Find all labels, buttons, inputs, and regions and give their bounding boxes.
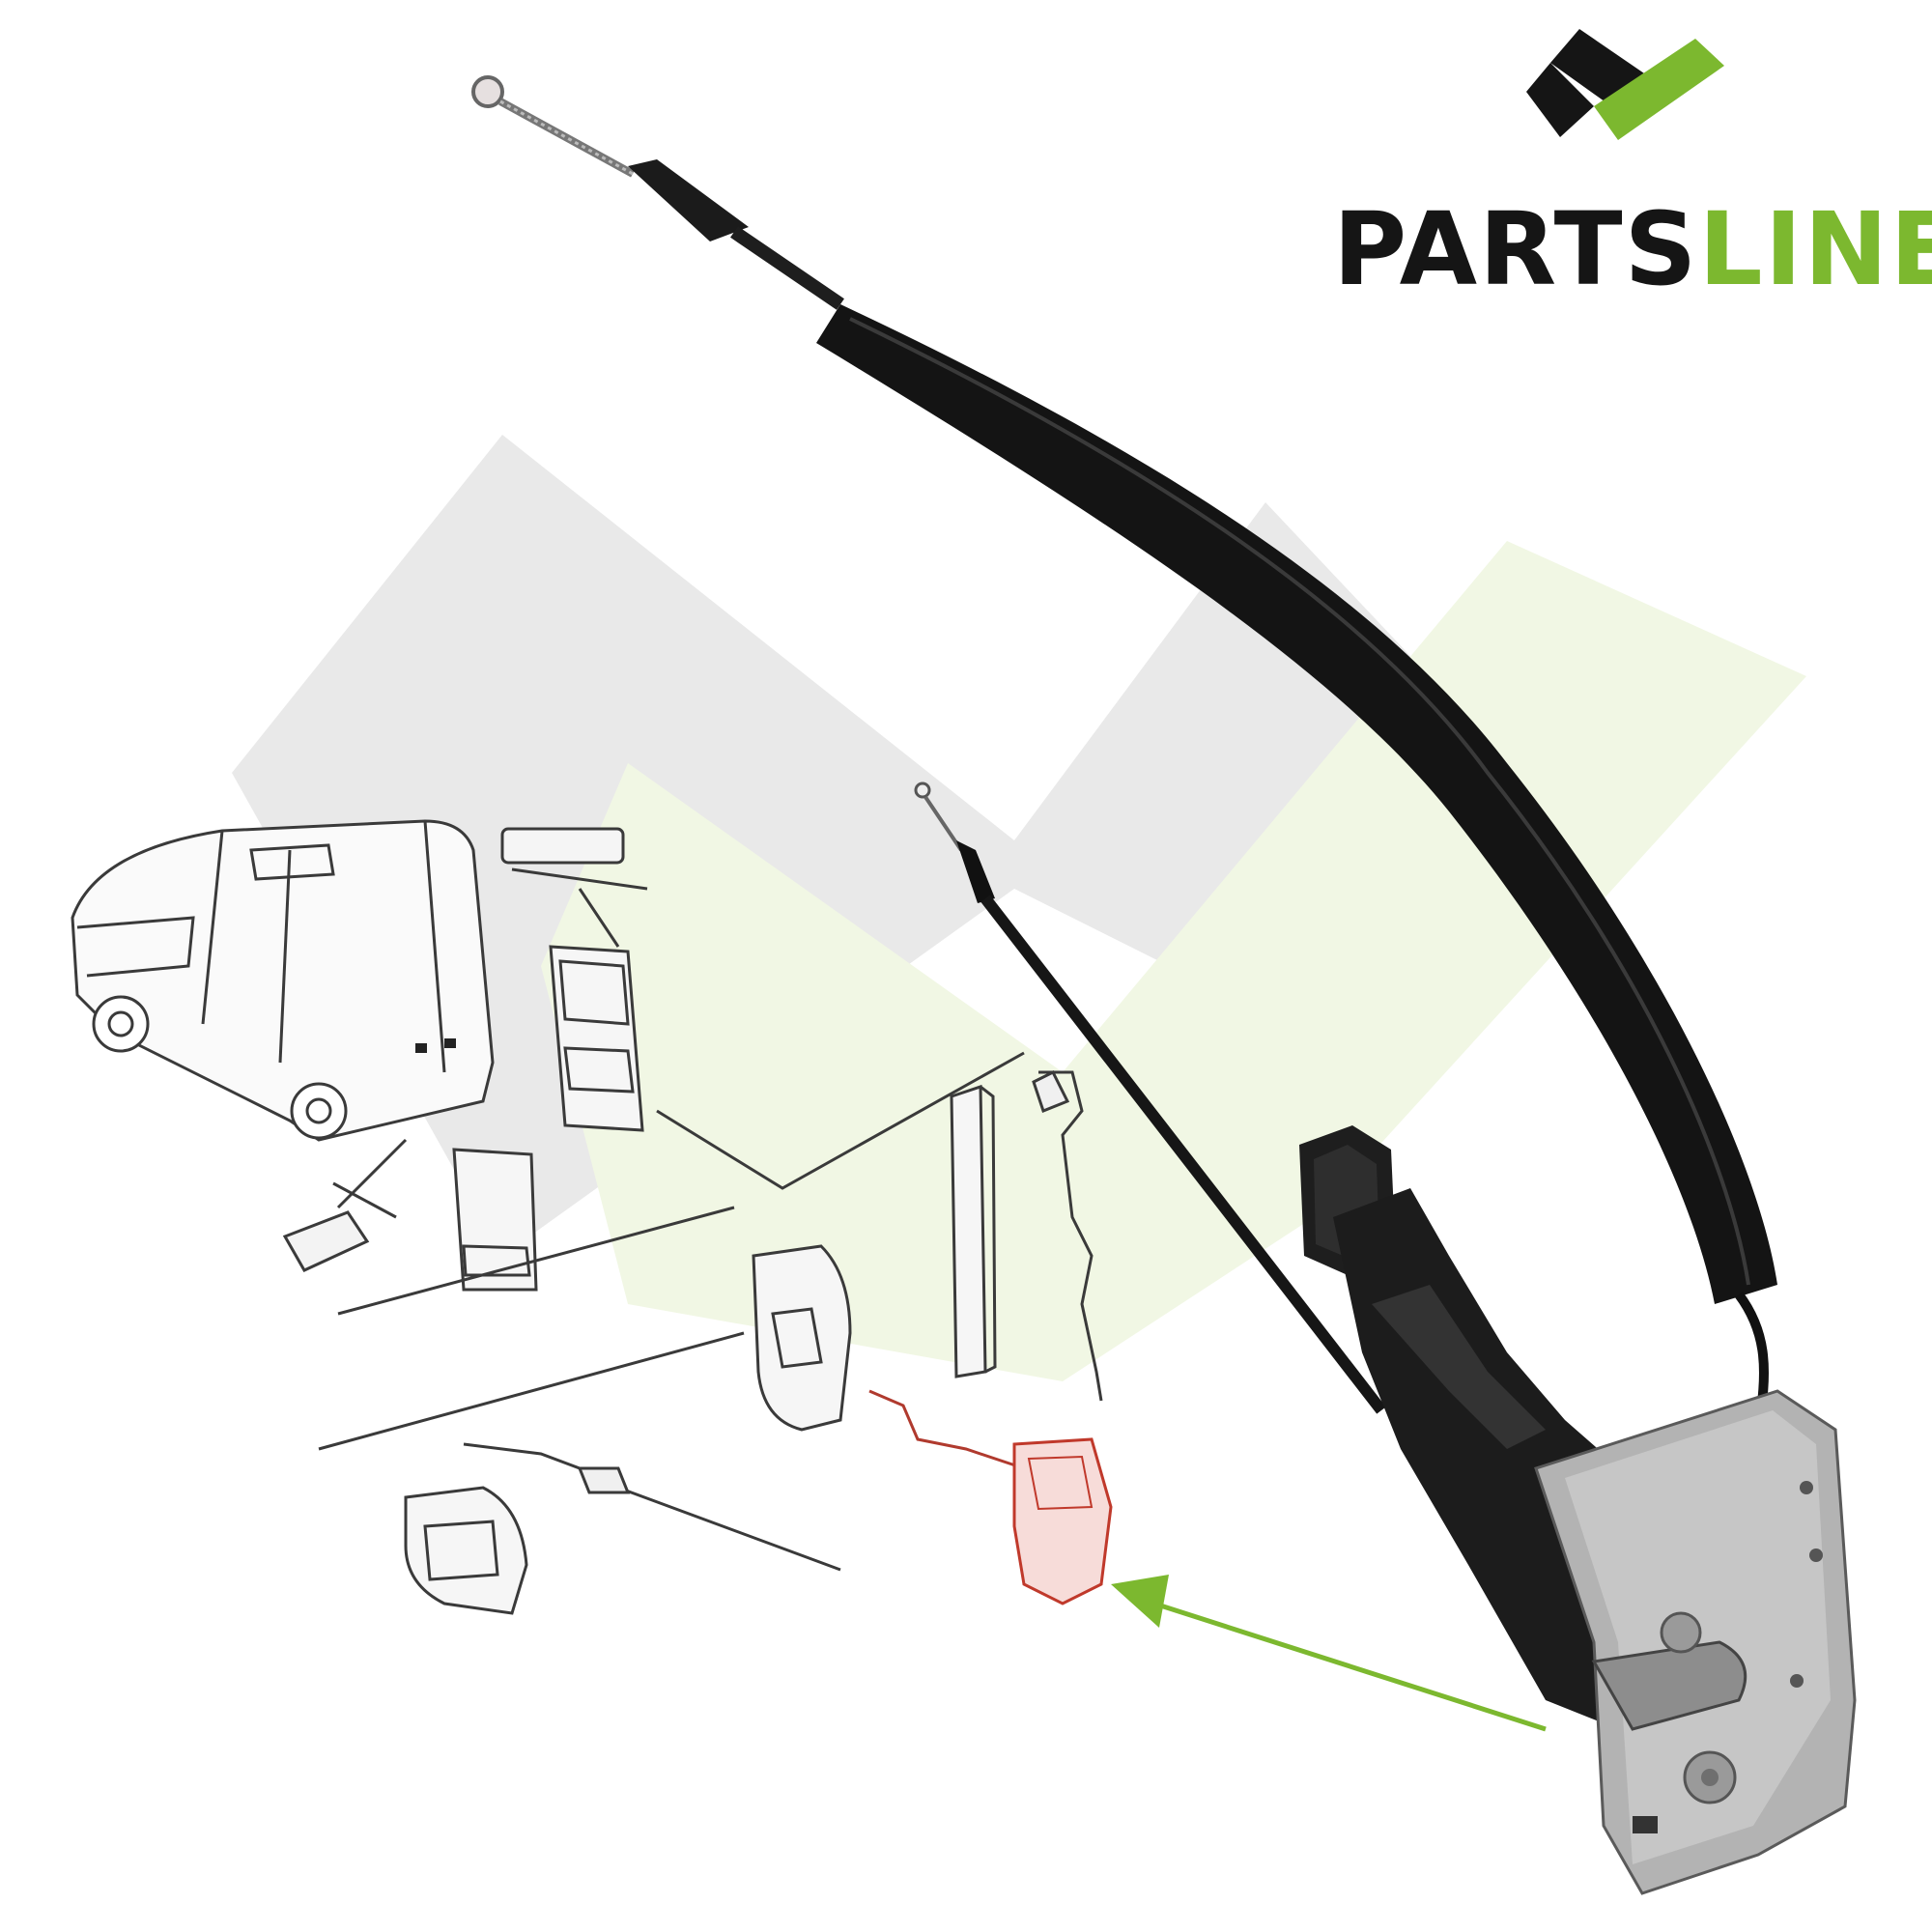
brand-logo-block: PARTSLINE [1333,29,1932,299]
brand-wordmark: PARTSLINE [1333,199,1932,299]
diagram-exterior-handle-part [404,1486,528,1615]
annotation-arrow [1111,1575,1547,1732]
inner-release-cable [914,781,1386,1414]
diagram-highlighted-wire [868,1389,1025,1470]
diagram-highlighted-lock-part [1012,1437,1113,1605]
lock-latch-jaw [1591,1640,1747,1731]
diagram-latch-rod-part [1038,1070,1103,1402]
lock-rivet [1660,1611,1702,1654]
diagram-door-panel-part [549,945,644,1132]
cable-adjuster [628,159,749,242]
lock-mount-slot [1633,1816,1658,1833]
annotation-arrow-head [1111,1575,1169,1628]
brand-wordmark-parts: PARTS [1333,190,1699,308]
door-lock-actuator [1299,1125,1857,1895]
outer-release-cable [471,75,1777,1431]
van-front-wheel [92,995,150,1053]
cable-end-ball [471,75,504,108]
diagram-handle-bracket-part [752,1244,852,1432]
diagram-pillar-part [950,1084,987,1378]
van-outline-drawing [71,819,495,1142]
van-rear-wheel [290,1082,348,1140]
brand-wordmark-line: LINE [1698,190,1932,308]
diagram-plate-part [500,827,625,865]
inner-cable-end [914,781,931,799]
partsline-chevron-check-icon [1526,29,1724,140]
parts-diagram [71,819,1113,1615]
